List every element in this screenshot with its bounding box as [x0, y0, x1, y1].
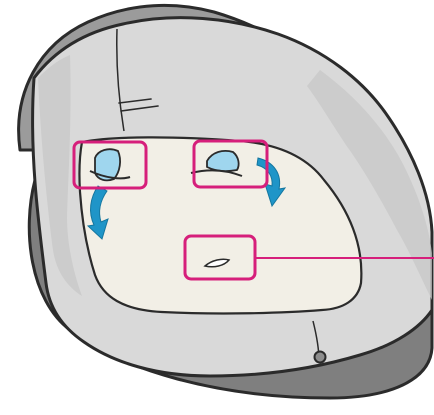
bottom-snap	[315, 352, 326, 363]
left-strap-opening	[95, 149, 120, 180]
